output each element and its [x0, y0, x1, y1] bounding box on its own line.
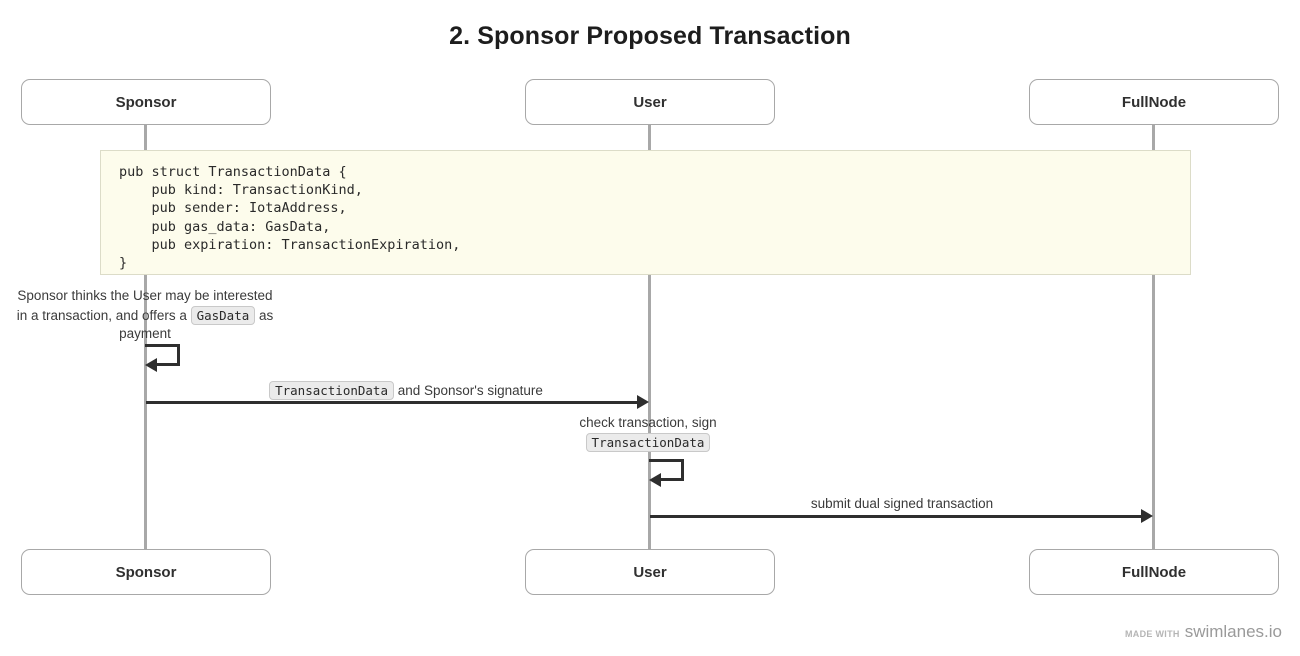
participant-label: FullNode: [1121, 563, 1187, 581]
message-arrowhead-submit-dual-signed-transaction: [1141, 509, 1153, 523]
user-self-call-bottom: [659, 478, 684, 481]
code-block-text: pub struct TransactionData { pub kind: T…: [119, 164, 461, 272]
user-self-call-right: [681, 459, 684, 481]
message-label-text: submit dual signed transaction: [810, 496, 994, 511]
sponsor-self-call-right: [177, 344, 180, 366]
note-text-segment: check transaction, sign: [579, 415, 717, 430]
lifeline-user: [648, 124, 651, 549]
participant-user-top[interactable]: User: [525, 79, 775, 125]
lifeline-sponsor: [144, 124, 147, 549]
footer-attribution[interactable]: MADE WITH swimlanes.io: [1125, 622, 1282, 642]
participant-user-bottom[interactable]: User: [525, 549, 775, 595]
note-text-segment: as payment: [119, 307, 274, 342]
participant-label: FullNode: [1121, 93, 1187, 111]
note-user: check transaction, sign TransactionData: [548, 414, 748, 452]
footer-made-with-label: MADE WITH: [1124, 629, 1180, 639]
message-label-transaction-data-and-signature: TransactionData and Sponsor's signature: [206, 381, 606, 400]
sponsor-self-call-arrowhead: [145, 358, 157, 372]
participant-label: Sponsor: [115, 563, 177, 581]
inline-code-chip: TransactionData: [585, 432, 711, 452]
message-label-text: and Sponsor's signature: [393, 383, 543, 398]
participant-label: User: [633, 563, 667, 581]
participant-label: Sponsor: [115, 93, 177, 111]
user-self-call-top: [649, 459, 684, 462]
participant-sponsor-top[interactable]: Sponsor: [21, 79, 271, 125]
code-block-transaction-data: pub struct TransactionData { pub kind: T…: [100, 150, 1191, 275]
inline-code-chip: TransactionData: [269, 381, 394, 400]
message-line-submit-dual-signed-transaction: [650, 515, 1145, 518]
message-arrowhead-transaction-data-and-signature: [637, 395, 649, 409]
participant-sponsor-bottom[interactable]: Sponsor: [21, 549, 271, 595]
sponsor-self-call-top: [145, 344, 180, 347]
message-label-submit-dual-signed-transaction: submit dual signed transaction: [702, 495, 1102, 513]
page-title: 2. Sponsor Proposed Transaction: [449, 22, 851, 50]
footer-brand-label: swimlanes.io: [1184, 622, 1282, 641]
message-line-transaction-data-and-signature: [146, 401, 641, 404]
user-self-call-arrowhead: [649, 473, 661, 487]
participant-fullnode-bottom[interactable]: FullNode: [1029, 549, 1279, 595]
lifeline-fullnode: [1152, 124, 1155, 549]
inline-code-chip: GasData: [190, 305, 256, 325]
note-text-segment: Sponsor thinks the User may be intereste…: [16, 288, 273, 323]
note-sponsor: Sponsor thinks the User may be intereste…: [11, 287, 279, 344]
participant-label: User: [633, 93, 667, 111]
participant-fullnode-top[interactable]: FullNode: [1029, 79, 1279, 125]
sponsor-self-call-bottom: [155, 363, 180, 366]
